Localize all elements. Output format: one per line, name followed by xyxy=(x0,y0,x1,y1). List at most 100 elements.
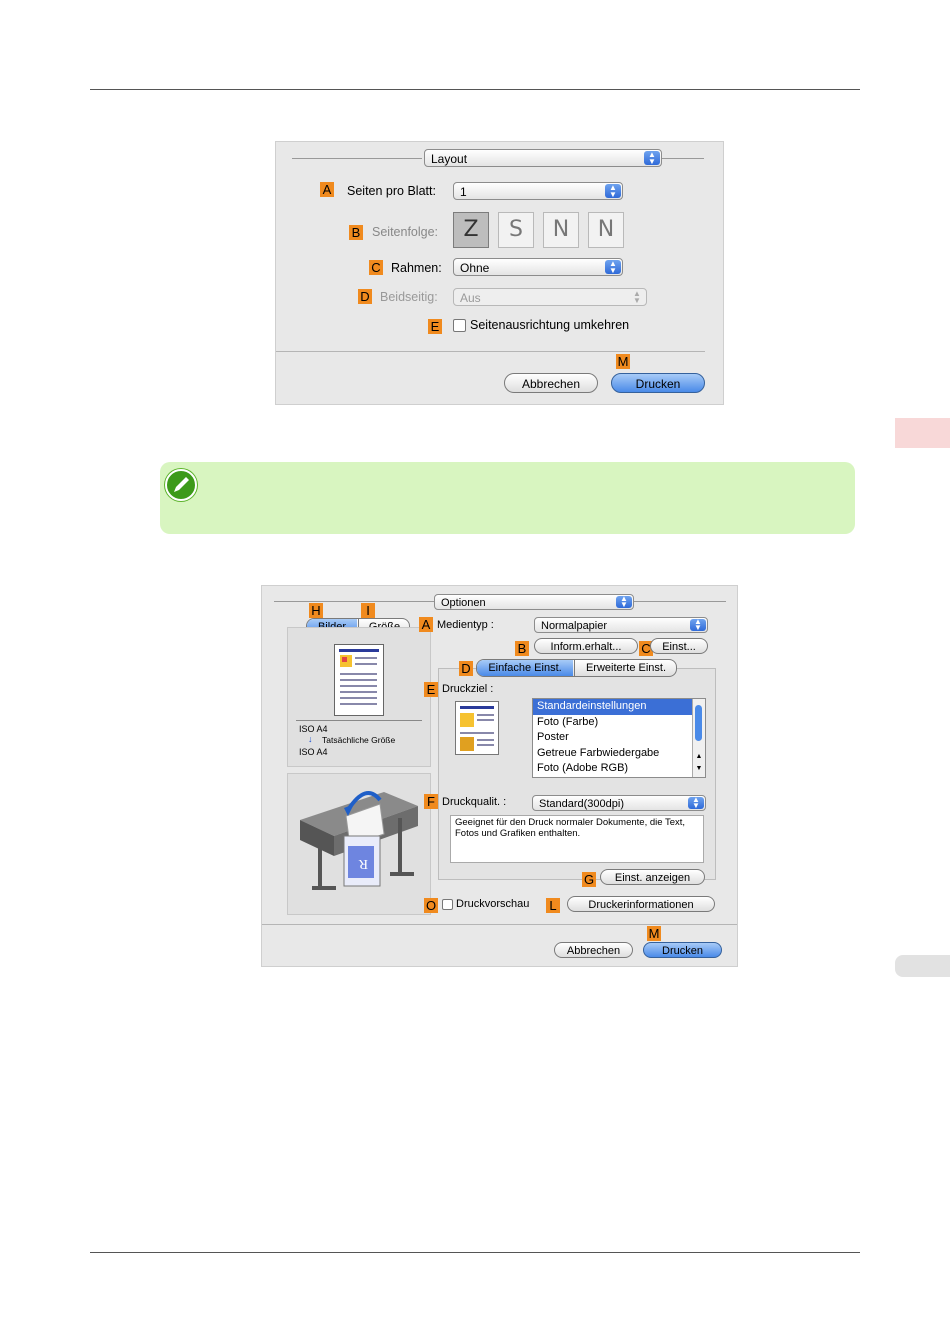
duplex-value: Aus xyxy=(460,291,481,305)
duplex-label: Beidseitig: xyxy=(380,290,438,304)
tab-simple[interactable]: Einfache Einst. xyxy=(477,660,573,676)
layout-dialog: Layout ▲▼ A Seiten pro Blatt: 1 ▲▼ B Sei… xyxy=(275,141,724,405)
cancel-button[interactable]: Abbrechen xyxy=(554,942,633,958)
order-s-icon[interactable]: S xyxy=(498,212,534,248)
show-settings-button[interactable]: Einst. anzeigen xyxy=(600,869,705,885)
bottom-rule xyxy=(90,1252,860,1253)
border-label: Rahmen: xyxy=(391,261,442,275)
list-item[interactable]: Poster xyxy=(537,731,569,743)
label-m: M xyxy=(616,354,630,369)
media-select[interactable]: Normalpapier ▲▼ xyxy=(534,617,708,633)
order-n-icon[interactable]: N xyxy=(543,212,579,248)
label-h: H xyxy=(309,603,323,618)
info-button[interactable]: Inform.erhalt... xyxy=(534,638,638,654)
paper-out: ISO A4 xyxy=(299,747,328,757)
select-arrows-icon: ▲▼ xyxy=(644,151,660,166)
pages-label: Seiten pro Blatt: xyxy=(347,184,436,198)
order-n-reverse-icon[interactable]: N xyxy=(588,212,624,248)
divider xyxy=(296,720,422,721)
document-icon xyxy=(455,701,499,755)
quality-description: Geeignet für den Druck normaler Dokument… xyxy=(450,815,704,863)
select-arrows-icon: ▲▼ xyxy=(605,260,621,275)
layout-select-label: Layout xyxy=(431,152,468,166)
divider xyxy=(274,601,434,602)
tab-advanced[interactable]: Erweiterte Einst. xyxy=(574,660,676,676)
side-tab-gray xyxy=(895,955,950,977)
page-thumbnail-icon xyxy=(334,644,384,716)
divider xyxy=(662,158,704,159)
preview-checkbox[interactable] xyxy=(442,899,453,910)
divider xyxy=(634,601,726,602)
select-arrows-icon: ▲▼ xyxy=(688,796,704,810)
label-b: B xyxy=(349,225,363,240)
select-arrows-icon: ▲▼ xyxy=(605,184,621,199)
settings-button[interactable]: Einst... xyxy=(650,638,708,654)
label-d: D xyxy=(358,289,372,304)
target-list[interactable]: Standardeinstellungen Foto (Farbe) Poste… xyxy=(532,698,706,778)
label-e: E xyxy=(424,682,438,697)
border-value: Ohne xyxy=(460,261,490,275)
scroll-thumb[interactable] xyxy=(695,705,702,741)
paper-in: ISO A4 xyxy=(299,724,328,734)
label-c: C xyxy=(639,641,653,656)
order-z-icon[interactable]: Z xyxy=(453,212,489,248)
note-box xyxy=(160,462,855,534)
divider xyxy=(292,158,422,159)
list-item[interactable]: Foto (Adobe RGB) xyxy=(537,762,629,774)
label-b: B xyxy=(515,641,529,656)
scroll-up-icon[interactable]: ▲ xyxy=(695,753,703,760)
preview-frame: ISO A4 ↓ Tatsächliche Größe ISO A4 xyxy=(287,627,431,767)
scroll-down-icon[interactable]: ▼ xyxy=(695,765,703,772)
settings-tabs: Einfache Einst. Erweiterte Einst. xyxy=(476,659,677,677)
border-select[interactable]: Ohne ▲▼ xyxy=(453,258,623,276)
options-select-label: Optionen xyxy=(441,597,486,609)
label-l: L xyxy=(546,898,560,913)
label-a: A xyxy=(320,182,334,197)
list-item[interactable]: Foto (Farbe) xyxy=(537,715,599,728)
pencil-icon xyxy=(164,468,198,502)
list-item[interactable]: Getreue Farbwiedergabe xyxy=(537,746,660,759)
printer-info-button[interactable]: Druckerinformationen xyxy=(567,896,715,912)
cancel-button[interactable]: Abbrechen xyxy=(504,373,598,393)
select-arrows-icon: ▲▼ xyxy=(690,618,706,632)
label-c: C xyxy=(369,260,383,275)
order-label: Seitenfolge: xyxy=(372,225,439,239)
quality-select[interactable]: Standard(300dpi) ▲▼ xyxy=(532,795,706,811)
layout-select[interactable]: Layout ▲▼ xyxy=(424,149,662,167)
list-item[interactable]: Standardeinstellungen xyxy=(533,699,705,715)
media-value: Normalpapier xyxy=(541,620,608,632)
reverse-label: Seitenausrichtung umkehren xyxy=(470,318,630,332)
label-e: E xyxy=(428,319,442,334)
side-tab-pink xyxy=(895,418,950,448)
select-arrows-icon: ▲▼ xyxy=(633,289,641,305)
media-label: Medientyp : xyxy=(437,619,494,631)
label-f: F xyxy=(424,794,438,809)
actual-size-label: Tatsächliche Größe xyxy=(322,735,396,745)
print-button[interactable]: Drucken xyxy=(643,942,722,958)
top-rule xyxy=(90,89,860,90)
printer-icon: R xyxy=(300,790,418,890)
scrollbar[interactable]: ▲ ▼ xyxy=(692,699,705,777)
print-button[interactable]: Drucken xyxy=(611,373,705,393)
quality-value: Standard(300dpi) xyxy=(539,798,625,810)
label-d: D xyxy=(459,661,473,676)
label-a: A xyxy=(419,617,433,632)
pages-select[interactable]: 1 ▲▼ xyxy=(453,182,623,200)
divider xyxy=(276,351,705,352)
label-m: M xyxy=(647,926,661,941)
label-g: G xyxy=(582,872,596,887)
options-dialog: Optionen ▲▼ H I Bilder Größe ISO A4 ↓ Ta… xyxy=(261,585,738,967)
reverse-checkbox[interactable] xyxy=(453,319,466,332)
divider xyxy=(262,924,737,925)
printer-illustration: R xyxy=(287,773,431,915)
svg-text:R: R xyxy=(358,856,368,871)
preview-label: Druckvorschau xyxy=(456,898,530,910)
arrow-down-icon: ↓ xyxy=(308,734,313,744)
pages-value: 1 xyxy=(460,185,467,199)
select-arrows-icon: ▲▼ xyxy=(616,595,632,609)
label-o: O xyxy=(424,898,438,913)
duplex-select: Aus ▲▼ xyxy=(453,288,647,306)
label-i: I xyxy=(361,603,375,618)
options-select[interactable]: Optionen ▲▼ xyxy=(434,594,634,610)
quality-label: Druckqualit. : xyxy=(442,796,507,808)
